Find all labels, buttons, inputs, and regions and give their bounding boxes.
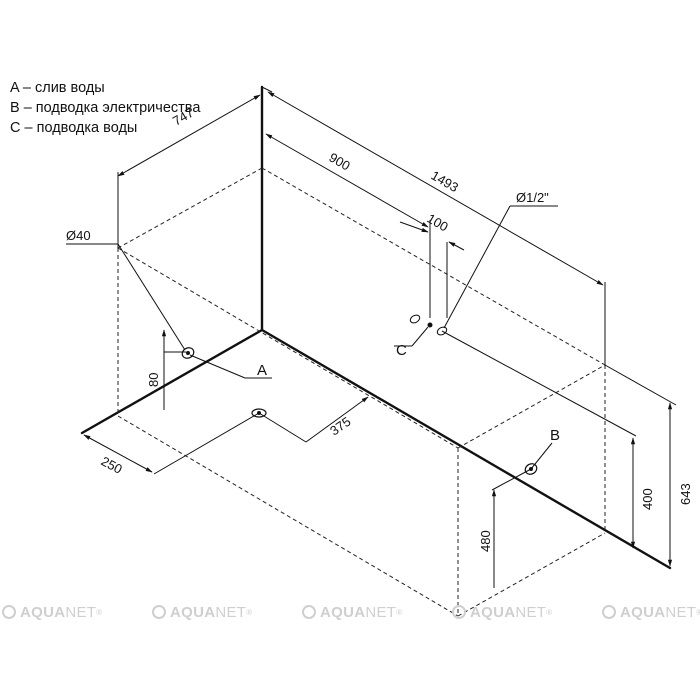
water-inlets <box>409 314 448 336</box>
water-callout <box>394 326 429 347</box>
dimension-900 <box>261 128 431 232</box>
dimension-100 <box>399 221 465 318</box>
legend-item-water: C – подводка воды <box>10 120 138 136</box>
bathtub-outline <box>117 167 606 617</box>
label-480: 480 <box>478 530 493 552</box>
watermark-logo-icon <box>452 605 466 619</box>
drain-callout <box>66 243 186 351</box>
wall-floor-right <box>260 328 672 570</box>
label-a: A <box>257 362 267 379</box>
watermark-logo-icon <box>302 605 316 619</box>
legend-item-drain: A – слив воды <box>10 80 105 96</box>
label-375: 375 <box>327 414 353 439</box>
drain-fitting <box>181 347 195 359</box>
dimension-747 <box>117 87 263 248</box>
watermark-logo-icon <box>602 605 616 619</box>
floor-drain-callout <box>189 354 272 379</box>
label-1493: 1493 <box>429 168 462 195</box>
walls <box>80 85 672 570</box>
dimension-643 <box>604 364 677 567</box>
water-inlet-center-dot <box>427 322 433 328</box>
electrical-callout <box>530 442 553 470</box>
dimension-80 <box>161 329 186 410</box>
dimension-1493 <box>261 86 606 365</box>
label-250: 250 <box>99 453 125 476</box>
watermark-logo-icon <box>152 605 166 619</box>
label-drain: Ø40 <box>66 228 91 243</box>
label-pipe: Ø1/2" <box>516 190 549 205</box>
label-100: 100 <box>425 211 451 235</box>
wall-floor-left <box>80 328 264 435</box>
label-747: 747 <box>170 105 196 129</box>
label-400: 400 <box>640 488 655 510</box>
dimension-250 <box>83 412 260 475</box>
label-c: C <box>396 342 407 359</box>
pipe-callout <box>443 205 558 329</box>
dimension-375 <box>258 396 369 443</box>
dimension-400 <box>441 330 637 549</box>
label-643: 643 <box>678 483 693 505</box>
watermark-logo-icon <box>2 605 16 619</box>
label-b: B <box>550 427 560 444</box>
dimension-480 <box>491 468 532 588</box>
label-900: 900 <box>327 150 353 174</box>
label-80: 80 <box>146 373 161 387</box>
water-inlet-left <box>409 314 421 324</box>
